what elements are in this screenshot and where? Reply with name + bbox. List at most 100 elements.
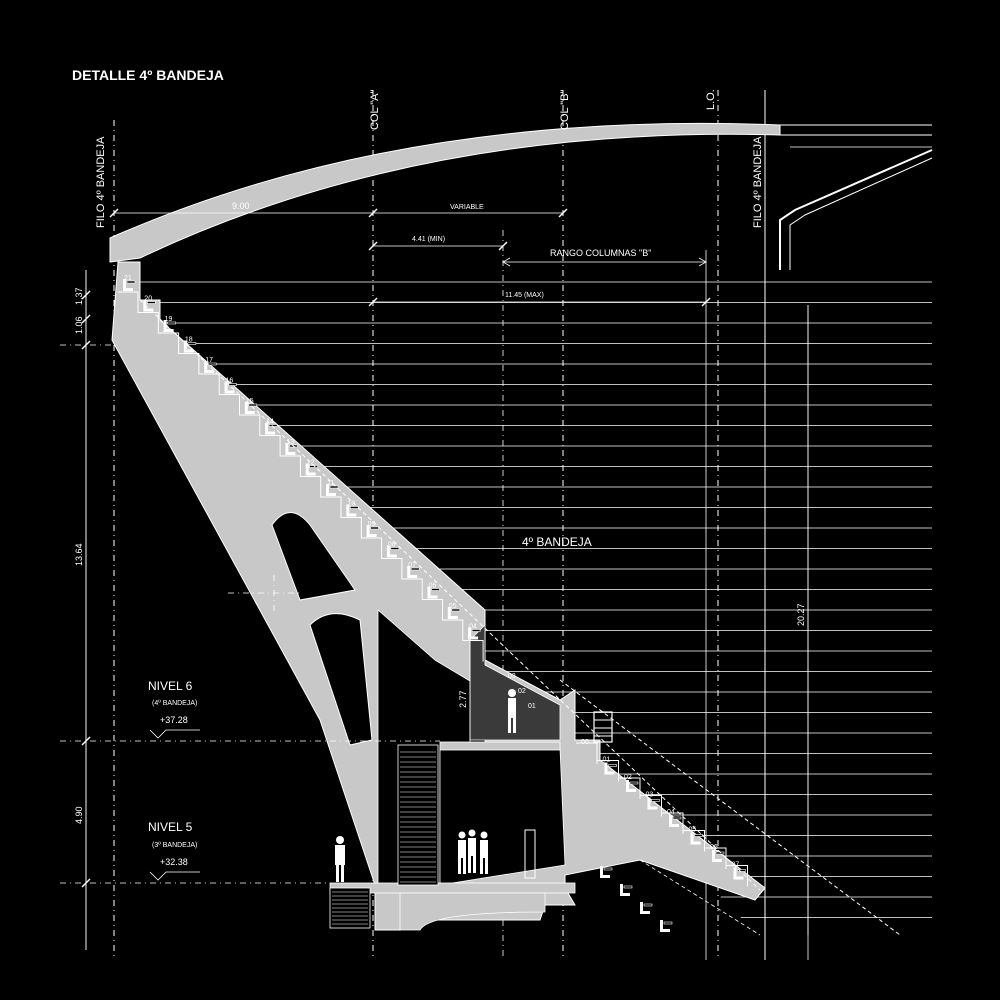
row-number: 10 xyxy=(347,501,355,508)
dim-9-00: 9.00 xyxy=(232,201,250,211)
seat xyxy=(386,545,400,558)
row-number: 00 xyxy=(581,739,589,746)
level-6-sub: (4º BANDEJA) xyxy=(152,700,197,707)
seat xyxy=(244,402,258,414)
dim-2-77: 2.77 xyxy=(458,690,468,708)
row-number: 03 xyxy=(508,673,516,680)
dim-variable: VARIABLE xyxy=(450,204,484,211)
seat xyxy=(427,586,440,599)
seat xyxy=(143,299,156,312)
row-number: 09 xyxy=(368,521,376,528)
level-5-elev: +32.38 xyxy=(160,857,188,867)
step-riser xyxy=(576,742,598,764)
level-6: NIVEL 6 (4º BANDEJA) +37.28 xyxy=(148,679,200,739)
row-numbers: 21 20 19 18 17 16 15 14 13 12 11 10 09 08 07 06 05 04 03 02… xyxy=(124,275,739,869)
dim-4-90: 4.90 xyxy=(74,806,84,824)
step-riser xyxy=(726,865,748,887)
row-number: 08 xyxy=(388,542,396,549)
step-riser xyxy=(118,291,139,313)
step-riser xyxy=(280,455,301,477)
level-5-name: NIVEL 5 xyxy=(148,820,193,834)
row-number: 13 xyxy=(286,439,294,446)
row-number: 21 xyxy=(124,275,132,282)
row-number: 19 xyxy=(165,316,173,323)
row-number: 05 xyxy=(449,603,457,610)
row-number: 07 xyxy=(408,562,416,569)
lower-stair-section xyxy=(332,891,368,925)
step-riser xyxy=(597,760,619,782)
level-markers: NIVEL 6 (4º BANDEJA) +37.28 NIVEL 5 (3º … xyxy=(60,344,440,884)
row-number: 07 xyxy=(732,862,740,869)
dim-max: 11.45 (MAX) xyxy=(505,292,544,299)
step-riser xyxy=(178,353,200,375)
lo-label: L.O. xyxy=(705,89,717,110)
step-riser xyxy=(158,332,180,354)
seat xyxy=(468,627,481,640)
step-riser xyxy=(361,537,383,559)
seat xyxy=(600,866,613,878)
step-riser xyxy=(402,578,423,600)
level-5-sub: (3º BANDEJA) xyxy=(152,842,197,849)
level-6-name: NIVEL 6 xyxy=(148,679,193,693)
row-number: 02 xyxy=(518,688,526,695)
roof-canopy xyxy=(109,122,933,270)
step-riser xyxy=(705,847,727,869)
row-number: 18 xyxy=(185,337,193,344)
row-number: 06 xyxy=(710,844,718,851)
seat xyxy=(626,780,639,792)
row-number: 04 xyxy=(469,624,477,631)
row-number: 04 xyxy=(667,809,675,816)
dim-1-06: 1.06 xyxy=(74,316,84,334)
zone-label: 4º BANDEJA xyxy=(522,535,592,549)
dim-13-64: 13.64 xyxy=(74,543,84,566)
seat xyxy=(407,566,420,578)
step-riser xyxy=(138,312,159,334)
row-number: 12 xyxy=(307,460,315,467)
dimension-lines: 9.00 VARIABLE 4.41 (MIN) RANGO COLUMNAS … xyxy=(74,201,809,950)
step-riser xyxy=(239,414,261,436)
row-number: 16 xyxy=(226,378,234,385)
step-riser xyxy=(422,599,443,621)
level-5: NIVEL 5 (3º BANDEJA) +32.38 xyxy=(148,820,200,881)
sightlines xyxy=(139,299,901,936)
human-figures xyxy=(335,689,536,882)
seat xyxy=(604,762,617,775)
step-riser xyxy=(662,812,684,834)
seat xyxy=(733,867,746,880)
row-number: 01 xyxy=(603,757,611,764)
row-number: 06 xyxy=(429,583,437,590)
step-riser xyxy=(300,476,322,498)
seat xyxy=(669,815,682,827)
row-number: 15 xyxy=(246,398,254,405)
seat xyxy=(366,525,379,537)
row-number: 14 xyxy=(266,419,274,426)
step-riser xyxy=(640,795,662,817)
dim-1-37: 1.37 xyxy=(74,287,84,305)
dim-min: 4.41 (MIN) xyxy=(412,236,445,243)
filo-right-label: FILO 4º BANDEJA xyxy=(752,136,764,228)
seat xyxy=(640,902,653,914)
row-number: 01 xyxy=(528,703,536,710)
row-number: 17 xyxy=(205,357,213,364)
level-6-elev: +37.28 xyxy=(160,715,188,725)
seat xyxy=(447,607,461,619)
row-number: 11 xyxy=(327,480,334,487)
step-riser xyxy=(442,619,464,641)
seat xyxy=(326,484,339,496)
seat xyxy=(647,797,660,810)
seat xyxy=(620,884,633,896)
row-number: 02 xyxy=(624,774,632,781)
step-riser xyxy=(381,558,403,580)
drawing-title: DETALLE 4º BANDEJA xyxy=(72,67,224,83)
seat xyxy=(660,920,673,932)
access-ladder xyxy=(593,711,613,743)
step-riser xyxy=(219,394,240,416)
seat xyxy=(123,279,136,291)
seating-tiers xyxy=(118,279,748,932)
axis-labels: COL "A" COL "B" L.O. FILO 4º BANDEJA FIL… xyxy=(95,89,764,228)
step-riser xyxy=(260,435,281,457)
row-number: 20 xyxy=(144,296,152,303)
dim-rango: RANGO COLUMNAS "B" xyxy=(550,248,651,258)
stair-section xyxy=(400,751,436,883)
